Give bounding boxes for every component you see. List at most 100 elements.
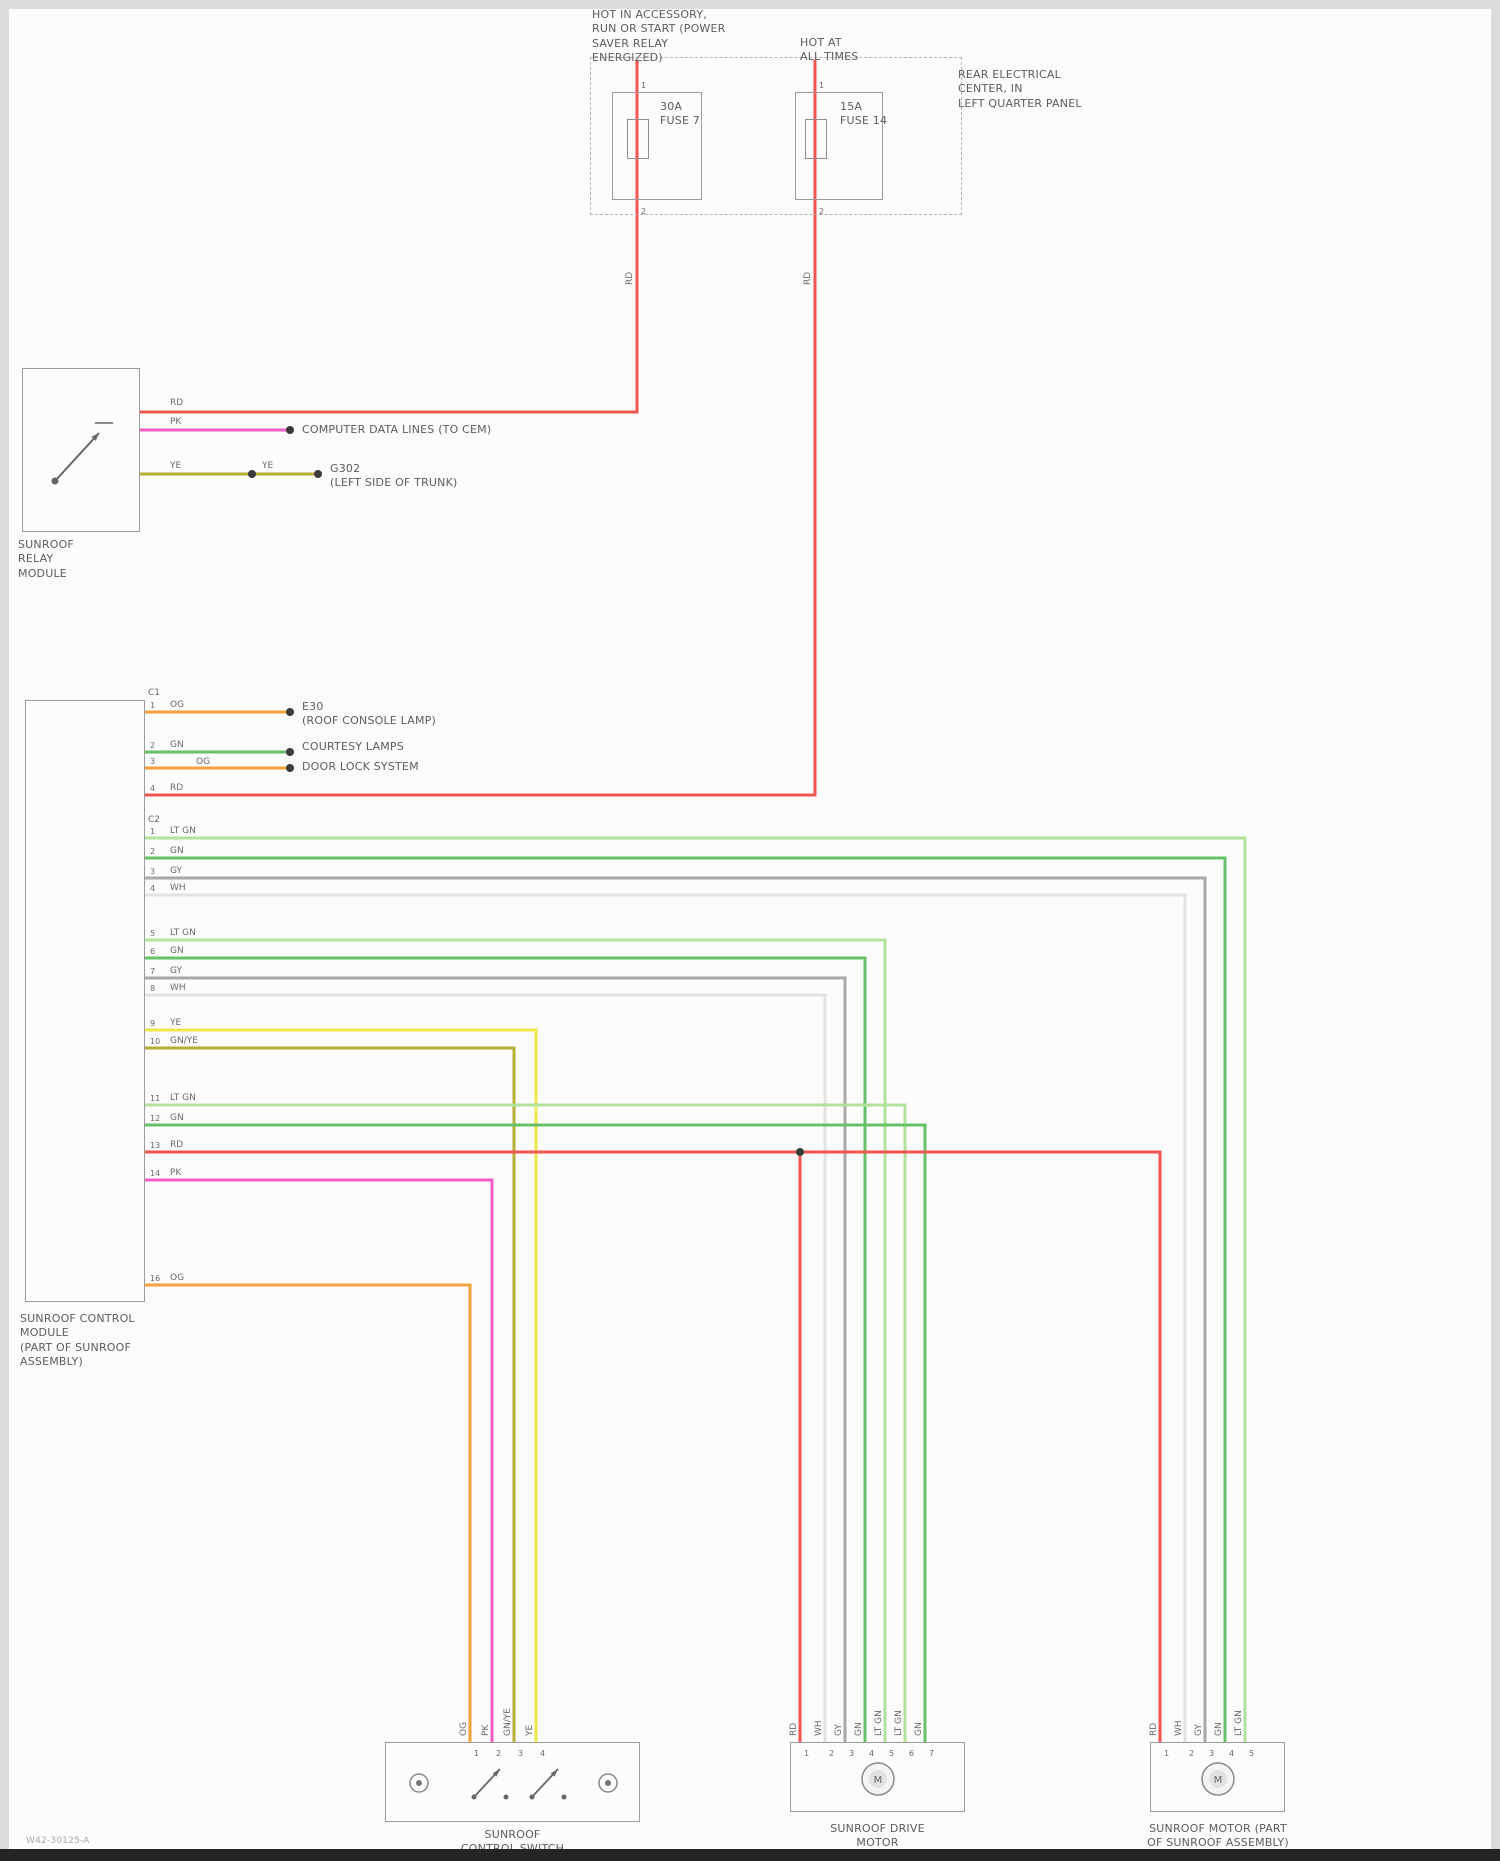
wire-code-label: GN xyxy=(170,740,184,750)
wire-code-label: 2 xyxy=(829,1749,834,1758)
motor-symbol-icon: M xyxy=(1201,1762,1235,1796)
wire-code-label: OG xyxy=(170,700,184,710)
wire-fuse2-feed-red xyxy=(145,60,817,797)
wire-code-label: 6 xyxy=(150,947,155,956)
wire-right-motor-green xyxy=(145,856,1227,1742)
wire-code-label: 5 xyxy=(1249,1749,1254,1758)
switch-contacts-symbol-icon xyxy=(409,1768,618,1800)
bottom-bar xyxy=(0,1849,1500,1861)
wire-mid-motor-ltgreen-2 xyxy=(145,1103,907,1742)
wire-code-label: 2 xyxy=(150,847,155,856)
wire-code-label: 1 xyxy=(150,701,155,710)
wire-code-label: LT GN xyxy=(894,1710,904,1736)
wire-code-label: WH xyxy=(814,1720,824,1736)
fuse-1-symbol-icon xyxy=(627,119,649,159)
wire-code-label: 9 xyxy=(150,1019,155,1028)
wire-code-label: 16 xyxy=(150,1274,160,1283)
wire-code-label: YE xyxy=(169,1018,181,1028)
wire-code-label: RD xyxy=(170,783,183,793)
wire-code-label: WH xyxy=(1174,1720,1184,1736)
sunroof-control-module-box xyxy=(25,700,145,1302)
wire-switch-orange xyxy=(145,1283,472,1742)
wire-code-label: 2 xyxy=(641,207,646,216)
wire-code-label: 3 xyxy=(150,867,155,876)
wire-code-label: RD xyxy=(1149,1723,1159,1736)
wire-switch-olive xyxy=(145,1046,516,1742)
wire-code-label: LT GN xyxy=(170,826,196,836)
wire-code-label: YE xyxy=(169,461,181,471)
fuse-2-symbol-icon xyxy=(805,119,827,159)
wire-code-label: C1 xyxy=(148,688,160,698)
wire-right-motor-white xyxy=(145,893,1187,1742)
wire-code-label: 1 xyxy=(150,827,155,836)
wire-code-label: WH xyxy=(170,983,186,993)
wire-code-label: GN/YE xyxy=(503,1708,513,1736)
splice-dot xyxy=(286,748,294,756)
relay-switch-symbol-icon xyxy=(51,422,113,485)
wire-code-label: 4 xyxy=(1229,1749,1234,1758)
motor-symbol-icon: M xyxy=(861,1762,895,1796)
wire-code-label: 7 xyxy=(150,967,155,976)
wire-code-label: YE xyxy=(261,461,273,471)
wire-code-label: GN xyxy=(170,946,184,956)
wire-code-label: 4 xyxy=(540,1749,545,1758)
wire-code-label: 4 xyxy=(150,884,155,893)
wire-code-label: 1 xyxy=(641,81,646,90)
wire-code-label: 1 xyxy=(474,1749,479,1758)
wire-code-label: GY xyxy=(1194,1723,1204,1736)
power-distribution-box xyxy=(590,57,962,215)
wire-code-label: GN xyxy=(914,1722,924,1736)
wire-code-label: OG xyxy=(459,1722,469,1736)
wire-code-label: LT GN xyxy=(170,1093,196,1103)
wire-code-label: 4 xyxy=(869,1749,874,1758)
wire-code-label: LT GN xyxy=(874,1710,884,1736)
wire-code-label: RD xyxy=(789,1723,799,1736)
wire-code-label: LT GN xyxy=(1234,1710,1244,1736)
wire-code-label: 1 xyxy=(819,81,824,90)
wire-right-motor-ltgreen xyxy=(145,836,1247,1742)
wire-code-label: RD xyxy=(803,272,813,285)
wire-code-label: 7 xyxy=(929,1749,934,1758)
fuse-2-box xyxy=(795,92,883,200)
splice-dot xyxy=(248,470,256,478)
wire-code-label: 3 xyxy=(518,1749,523,1758)
wire-code-label: 13 xyxy=(150,1141,160,1150)
wire-code-label: 12 xyxy=(150,1114,160,1123)
sunroof-motor-assembly-box: M xyxy=(1150,1742,1285,1812)
wire-code-label: 11 xyxy=(150,1094,160,1103)
wire-code-label: 6 xyxy=(909,1749,914,1758)
wire-code-label: 3 xyxy=(1209,1749,1214,1758)
wire-mid-motor-ltgreen xyxy=(145,938,887,1742)
sunroof-relay-box xyxy=(22,368,140,532)
wire-code-label: RD xyxy=(170,1140,183,1150)
splice-dot xyxy=(796,1148,804,1156)
wire-code-label: RD xyxy=(170,398,183,408)
wire-mid-motor-gray xyxy=(145,976,847,1742)
wire-code-label: 5 xyxy=(150,929,155,938)
wire-code-label: PK xyxy=(481,1724,491,1736)
wire-code-label: GN xyxy=(170,846,184,856)
wire-code-label: OG xyxy=(196,757,210,767)
wire-code-label: 2 xyxy=(1189,1749,1194,1758)
wire-code-label: GN xyxy=(854,1722,864,1736)
wire-code-label: YE xyxy=(525,1725,535,1737)
wire-code-label: GN xyxy=(170,1113,184,1123)
wire-code-label: 14 xyxy=(150,1169,160,1178)
wire-code-label: LT GN xyxy=(170,928,196,938)
wire-right-motor-gray xyxy=(145,876,1207,1742)
wire-code-label: 3 xyxy=(150,757,155,766)
wire-code-label: 2 xyxy=(496,1749,501,1758)
wire-motor-power-red xyxy=(145,1150,1162,1742)
sunroof-switch-box xyxy=(385,1742,640,1822)
motor-letter: M xyxy=(874,1775,883,1786)
wire-code-label: 2 xyxy=(819,207,824,216)
wire-code-label: 5 xyxy=(889,1749,894,1758)
wire-switch-pink xyxy=(145,1178,494,1742)
wire-code-label: RD xyxy=(625,272,635,285)
wire-switch-yellow xyxy=(145,1028,538,1742)
wire-code-label: 2 xyxy=(150,741,155,750)
wire-code-label: 8 xyxy=(150,984,155,993)
wire-code-label: 10 xyxy=(150,1037,160,1046)
wire-code-label: GY xyxy=(170,966,183,976)
